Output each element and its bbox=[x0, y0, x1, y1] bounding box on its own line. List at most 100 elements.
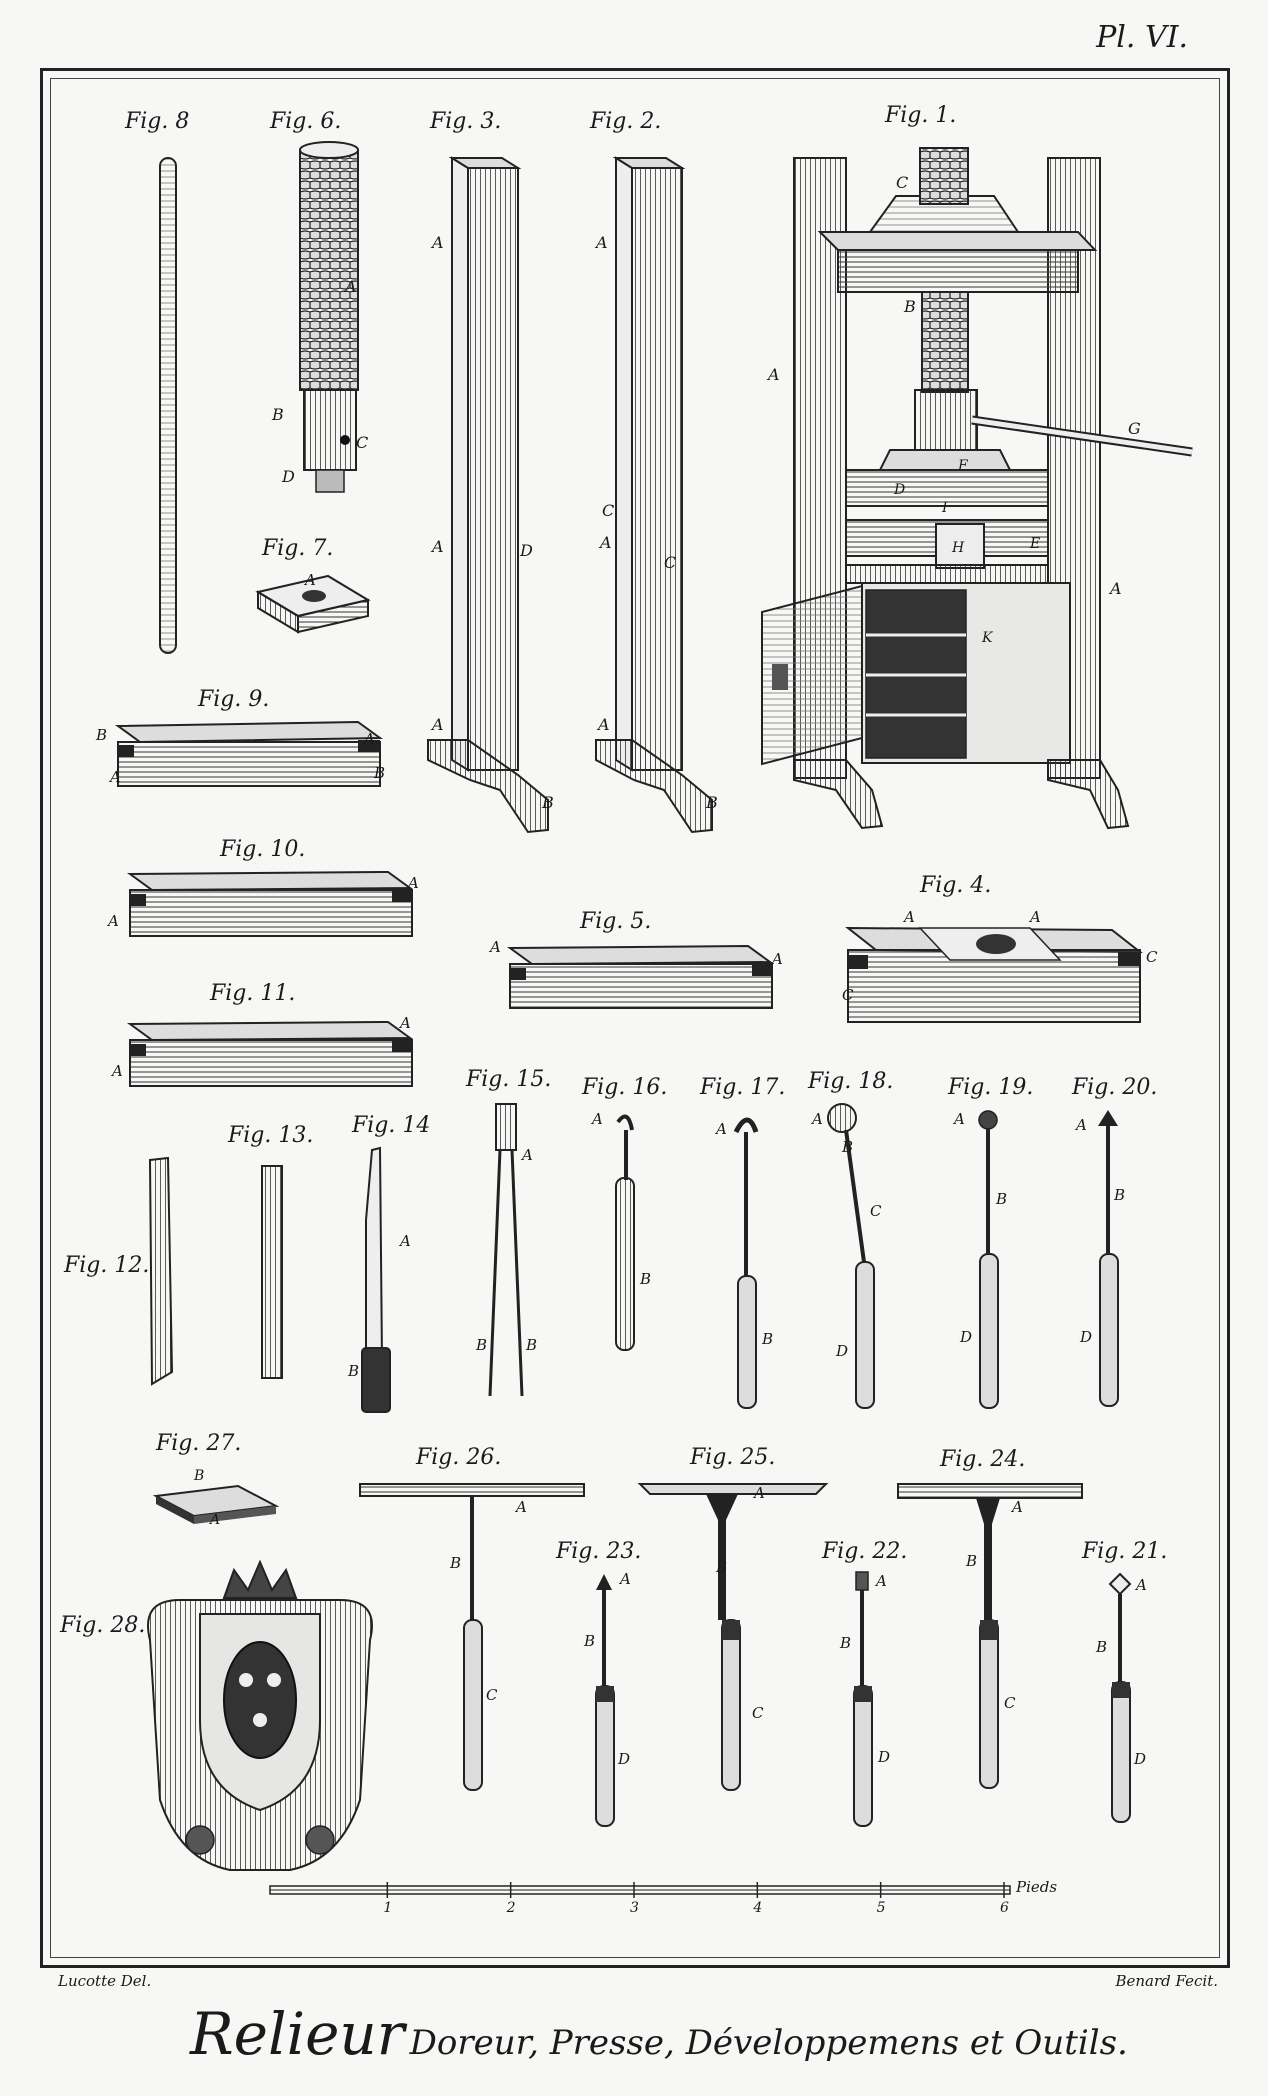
fig22-letter-b: B bbox=[839, 1634, 851, 1652]
fig20-letter-b: B bbox=[1113, 1186, 1125, 1204]
fig9-letter-a-right: A bbox=[362, 730, 375, 748]
fig18-wheel-tool: Fig. 18. A B C D bbox=[807, 1069, 893, 1409]
fig9-label: Fig. 9. bbox=[197, 687, 269, 712]
fig5-board: Fig. 5. A A bbox=[488, 909, 783, 1009]
fig8-rod: Fig. 8 bbox=[124, 109, 189, 654]
fig1-letter-g: G bbox=[1128, 419, 1141, 438]
fig12-label: Fig. 12. bbox=[63, 1253, 149, 1278]
fig15-letter-a: A bbox=[520, 1146, 533, 1164]
fig1-letter-k: K bbox=[981, 630, 994, 646]
fig2-post: Fig. 2. A C A C A B bbox=[589, 109, 718, 834]
fig18-label: Fig. 18. bbox=[807, 1069, 893, 1094]
fig24-letter-b: B bbox=[965, 1552, 977, 1570]
plate-number: Pl. VI. bbox=[1096, 20, 1188, 55]
fig13-label: Fig. 13. bbox=[227, 1123, 313, 1148]
fig15-letter-b-right: B bbox=[525, 1336, 537, 1354]
fig28-coat-of-arms: Fig. 28. bbox=[59, 1559, 373, 1871]
scale-tick-label: 1 bbox=[383, 1900, 392, 1916]
fig22-label: Fig. 22. bbox=[821, 1539, 907, 1564]
fig14-letter-a: A bbox=[398, 1232, 411, 1250]
fig18-letter-d: D bbox=[835, 1342, 848, 1360]
fig26-letter-a: A bbox=[514, 1498, 527, 1516]
plate-title-sub: Doreur, Presse, Développemens et Outils. bbox=[409, 2023, 1128, 2063]
fig6-letter-c: C bbox=[356, 433, 368, 452]
fig6-label: Fig. 6. bbox=[269, 109, 341, 134]
fig24-fillet: Fig. 24. A B C bbox=[897, 1447, 1083, 1789]
fig1-label: Fig. 1. bbox=[884, 103, 956, 128]
fig1-letter-a-right: A bbox=[1108, 579, 1122, 598]
fig2-letter-c-right: C bbox=[664, 553, 676, 572]
fig19-label: Fig. 19. bbox=[947, 1075, 1033, 1100]
fig26-fillet: Fig. 26. A B C bbox=[359, 1445, 585, 1791]
plate-title: Relieur Doreur, Presse, Développemens et… bbox=[190, 2000, 1190, 2068]
fig27-label: Fig. 27. bbox=[155, 1431, 241, 1456]
fig24-letter-c: C bbox=[1004, 1694, 1016, 1712]
credit-drawer: Lucotte Del. bbox=[58, 1972, 152, 1990]
scale-unit-label: Pieds bbox=[1015, 1878, 1057, 1896]
fig14-label: Fig. 14 bbox=[351, 1113, 430, 1138]
fig2-letter-a-top: A bbox=[594, 233, 608, 252]
fig21-tool: Fig. 21. A B D bbox=[1081, 1539, 1167, 1823]
fig15-label: Fig. 15. bbox=[465, 1067, 551, 1092]
fig3-letter-a-low: A bbox=[430, 715, 444, 734]
fig20-label: Fig. 20. bbox=[1071, 1075, 1157, 1100]
fig10-label: Fig. 10. bbox=[219, 837, 305, 862]
fig20-letter-d: D bbox=[1079, 1328, 1092, 1346]
fig25-letter-a: A bbox=[752, 1484, 765, 1502]
fig3-letter-a-top: A bbox=[430, 233, 444, 252]
fig15-tongs: Fig. 15. A B B bbox=[465, 1067, 551, 1397]
plate-title-main: Relieur bbox=[190, 2000, 405, 2068]
fig14-letter-b: B bbox=[347, 1362, 359, 1380]
fig2-letter-a-low: A bbox=[596, 715, 610, 734]
fig21-letter-a: A bbox=[1134, 1576, 1147, 1594]
fig3-letter-a-mid: A bbox=[430, 537, 444, 556]
fig11-letter-a-left: A bbox=[110, 1062, 123, 1080]
fig6-letter-a: A bbox=[343, 277, 357, 296]
fig22-letter-a: A bbox=[874, 1572, 887, 1590]
fig19-letter-b: B bbox=[995, 1190, 1007, 1208]
fig20-letter-a: A bbox=[1074, 1116, 1087, 1134]
fig1-letter-b: B bbox=[903, 297, 916, 316]
fig3-letter-d: D bbox=[519, 541, 533, 560]
fig9-board: Fig. 9. B A A B bbox=[95, 687, 385, 787]
fig5-label: Fig. 5. bbox=[579, 909, 651, 934]
fig17-label: Fig. 17. bbox=[699, 1075, 785, 1100]
fig21-letter-d: D bbox=[1133, 1750, 1146, 1768]
fig27-letter-a: A bbox=[208, 1512, 220, 1528]
fig24-label: Fig. 24. bbox=[939, 1447, 1025, 1472]
fig19-letter-a: A bbox=[952, 1110, 965, 1128]
fig27-small-block: Fig. 27. B A bbox=[152, 1431, 280, 1528]
credit-engraver: Benard Fecit. bbox=[1115, 1972, 1218, 1990]
fig22-letter-d: D bbox=[877, 1748, 890, 1766]
fig3-post: Fig. 3. A A D A B bbox=[427, 109, 554, 834]
fig4-label: Fig. 4. bbox=[919, 873, 991, 898]
fig12-blade: Fig. 12. bbox=[63, 1156, 174, 1386]
fig7-block: Fig. 7. A bbox=[255, 536, 371, 634]
fig9-letter-a-left: A bbox=[108, 768, 121, 786]
fig6-letter-d: D bbox=[281, 467, 295, 486]
fig20-tool: Fig. 20. A B D bbox=[1071, 1075, 1157, 1407]
fig7-label: Fig. 7. bbox=[261, 536, 333, 561]
fig23-letter-a: A bbox=[618, 1570, 631, 1588]
fig11-label: Fig. 11. bbox=[209, 981, 295, 1006]
fig21-letter-b: B bbox=[1095, 1638, 1107, 1656]
fig1-letter-c: C bbox=[896, 173, 908, 192]
fig8-label: Fig. 8 bbox=[124, 109, 189, 134]
scale-tick-label: 6 bbox=[1000, 1900, 1009, 1916]
fig25-fillet: Fig. 25. A B C bbox=[637, 1445, 829, 1791]
scale-tick-label: 4 bbox=[752, 1900, 762, 1916]
fig10-board: Fig. 10. A A bbox=[106, 837, 419, 937]
fig18-letter-a: A bbox=[810, 1110, 823, 1128]
fig6-letter-b: B bbox=[271, 405, 284, 424]
fig17-letter-a: A bbox=[714, 1120, 727, 1138]
fig17-letter-b: B bbox=[761, 1330, 773, 1348]
fig6-screw: Fig. 6. A B C D bbox=[269, 109, 368, 493]
fig4-letter-a-right: A bbox=[1028, 908, 1041, 926]
fig4-letter-a-left: A bbox=[902, 908, 915, 926]
fig5-letter-a-right: A bbox=[770, 950, 783, 968]
fig23-label: Fig. 23. bbox=[555, 1539, 641, 1564]
fig16-letter-a: A bbox=[590, 1110, 603, 1128]
fig2-letter-b: B bbox=[705, 793, 718, 812]
